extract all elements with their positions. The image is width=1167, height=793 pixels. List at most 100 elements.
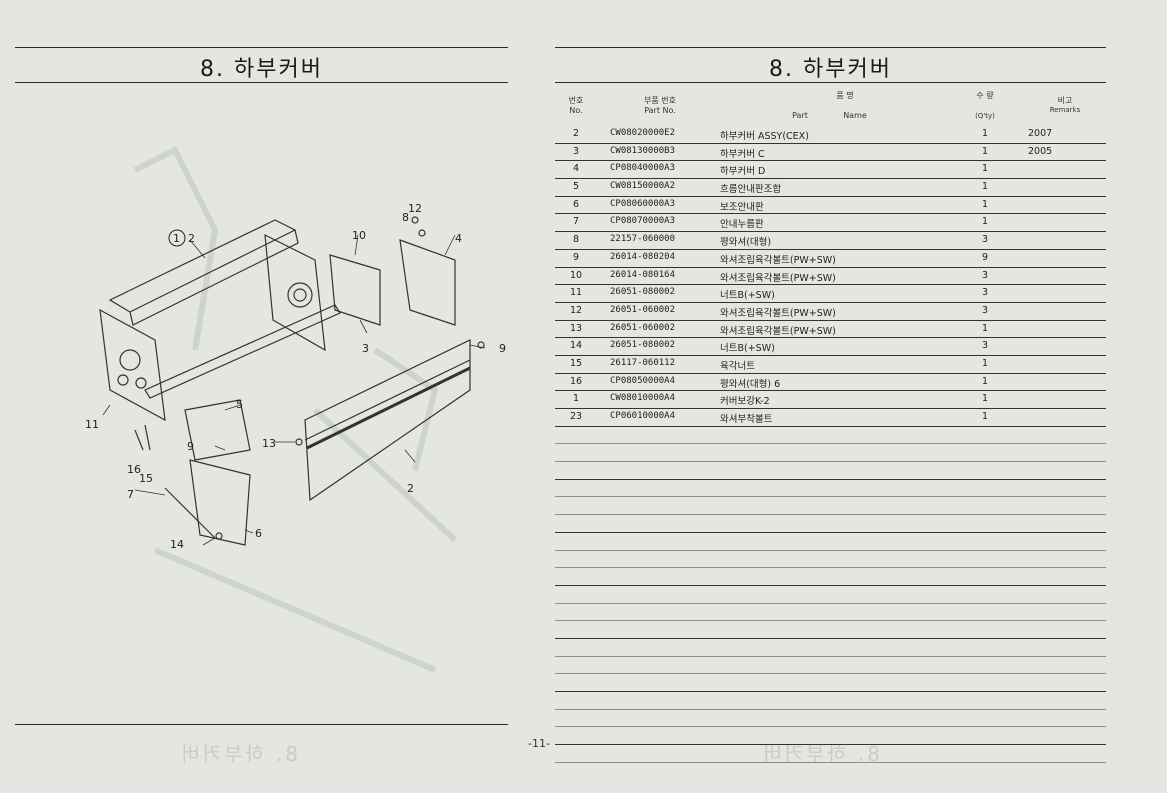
row-part-name: 육각너트 [720, 360, 755, 372]
blank-table-row [555, 444, 1106, 463]
blank-table-row [555, 674, 1106, 692]
row-part-number: 26051-080002 [610, 340, 676, 351]
row-quantity: 3 [981, 304, 989, 316]
callout-7: 7 [127, 488, 134, 501]
left-section-title: 8. 하부커버 [200, 57, 323, 82]
row-part-name: 하부커버 C [720, 148, 765, 160]
header-qty-en: (Q'ty) [975, 112, 995, 120]
table-row: 7 CP08070000A3 안내누름판 1 [555, 214, 1106, 233]
callout-14: 14 [170, 538, 184, 551]
leader-lines [102, 234, 486, 546]
blank-table-row [555, 533, 1106, 551]
row-part-number: 26051-080002 [610, 287, 676, 298]
callout-12: 12 [408, 202, 422, 215]
blank-table-row [555, 692, 1106, 710]
callout-6: 6 [255, 527, 262, 540]
row-no: 9 [572, 251, 580, 263]
row-quantity: 3 [981, 234, 989, 246]
table-row: 15 26117-060112 육각너트 1 [555, 356, 1106, 374]
row-part-number: CW08010000A4 [610, 393, 676, 404]
row-no: 8 [572, 234, 580, 246]
row-quantity: 3 [981, 340, 989, 352]
blank-table-row [555, 568, 1106, 586]
callout-9a: 9 [499, 342, 506, 355]
row-no: 7 [572, 216, 580, 228]
blank-table-row [555, 604, 1106, 622]
row-no: 15 [569, 357, 583, 369]
blank-table-row [555, 745, 1106, 763]
row-quantity: 1 [981, 411, 989, 422]
row-part-name: 와셔조립육각볼트(PW+SW) [720, 272, 836, 284]
title-rule [15, 82, 508, 83]
row-part-name: 와셔조립육각볼트(PW+SW) [720, 307, 836, 319]
row-quantity: 1 [981, 128, 989, 139]
row-part-name: 와셔조립육각볼트(PW+SW) [720, 325, 836, 337]
blank-table-row [555, 586, 1106, 604]
callout-10: 10 [352, 229, 366, 242]
row-part-name: 안내누름판 [720, 219, 764, 231]
row-no: 14 [569, 340, 583, 352]
frame-drawing [99, 216, 485, 546]
row-part-number: 26014-080204 [610, 251, 676, 262]
header-name-kr: 품 명 [836, 91, 854, 100]
row-part-name: 너트B(+SW) [720, 343, 775, 355]
row-no: 5 [572, 181, 580, 193]
ghost-structure [133, 145, 458, 673]
row-part-name: 커버보강K-2 [720, 396, 770, 408]
callout-3: 3 [362, 342, 369, 355]
row-quantity: 1 [981, 216, 989, 228]
row-part-name: 너트B(+SW) [720, 290, 775, 302]
header-remarks-en: Remarks [1049, 106, 1081, 114]
blank-table-row [555, 639, 1106, 657]
row-quantity: 3 [981, 287, 989, 299]
exploded-parts-diagram: 1 2 2 3 4 5 6 7 8 9 9 10 11 12 13 14 15 … [85, 145, 506, 673]
blank-table-row [555, 427, 1106, 445]
header-no-en: No. [569, 106, 583, 115]
callout-4: 4 [455, 232, 462, 245]
callout-2a: 2 [188, 232, 195, 245]
row-part-number: CP08060000A3 [610, 198, 676, 209]
row-part-name: 평와셔(대형) 6 [720, 378, 781, 390]
blank-table-row [555, 621, 1106, 639]
callout-circle-1 [168, 229, 186, 247]
blank-table-row [555, 497, 1106, 516]
callout-2: 2 [407, 482, 414, 495]
row-quantity: 1 [981, 357, 989, 369]
right-section-title: 8. 하부커버 [769, 57, 892, 82]
row-part-number: 26117-060112 [610, 357, 676, 368]
top-rule [15, 47, 508, 48]
row-no: 6 [572, 198, 580, 210]
callout-8: 8 [402, 211, 409, 224]
blank-table-row [555, 462, 1106, 480]
row-part-name: 와셔조립육각볼트(PW+SW) [720, 254, 836, 266]
row-quantity: 9 [981, 251, 989, 263]
ghost-title-left: 8. 하부커버 [178, 742, 299, 766]
header-part-kr: 부품 번호 [644, 96, 676, 105]
row-quantity: 1 [981, 145, 989, 157]
row-quantity: 1 [981, 322, 989, 334]
right-panel: 8. 하부커버 번호 No. 부품 번호 Part No. 품 명 Part N… [555, 0, 1106, 793]
callout-11: 11 [85, 418, 99, 431]
row-part-name: 평와셔(대형) [720, 237, 772, 249]
row-no: 2 [572, 128, 580, 139]
row-no: 16 [569, 375, 583, 387]
row-part-number: CP06010000A4 [610, 411, 676, 421]
row-part-number: CP08070000A3 [610, 216, 676, 227]
row-remarks: 2007 [1028, 128, 1053, 139]
header-part-en: Part No. [644, 106, 676, 115]
row-part-name: 하부커버 D [720, 166, 766, 178]
row-part-number: 26051-060002 [610, 322, 676, 333]
blank-table-row [555, 480, 1106, 498]
page-number: -11- [528, 737, 550, 750]
blank-table-row [555, 515, 1106, 533]
callout-9b: 9 [187, 440, 194, 453]
